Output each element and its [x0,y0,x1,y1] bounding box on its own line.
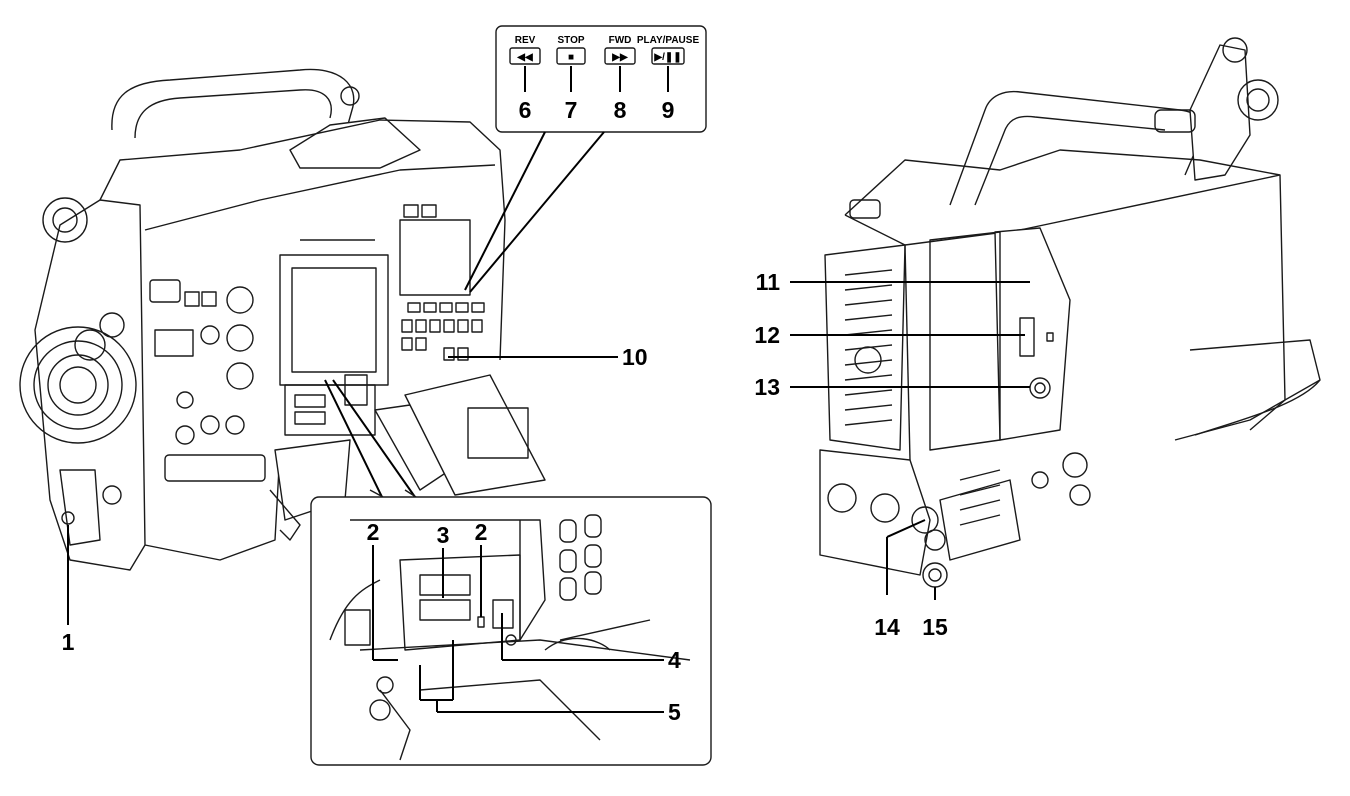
fwd-button [604,47,636,65]
callout-13: 13 [754,374,780,400]
rev-button [509,47,541,65]
callout-6: 6 [519,97,532,123]
camera-rear-view [819,37,1321,588]
callout-12: 12 [754,322,780,348]
transport-pointer [464,131,546,291]
callout-2-right: 2 [475,519,488,545]
callout-1: 1 [62,629,75,655]
fwd-button-label: FWD [609,35,632,46]
camera-front-view [19,68,546,571]
rewind-icon: ◀◀ [516,52,533,63]
callout-4: 4 [668,647,681,673]
rev-button-label: REV [515,35,536,46]
callout-11: 11 [756,269,781,295]
stop-icon: ■ [568,52,574,63]
callout-9: 9 [662,97,675,123]
stop-button-label: STOP [557,35,584,46]
fast-forward-icon: ▶▶ [611,52,629,63]
card-slot-inset: 2 3 2 4 5 [310,379,712,766]
callout-14: 14 [874,614,900,640]
play-pause-button-label: PLAY/PAUSE [637,35,700,46]
stop-button [556,47,586,65]
callout-3: 3 [437,522,450,548]
callout-15: 15 [922,614,948,640]
play-pause-icon: ▶/❚❚ [653,52,681,63]
callout-7: 7 [565,97,578,123]
play-pause-button [651,47,685,65]
callout-8: 8 [614,97,627,123]
callout-10: 10 [622,344,648,370]
callout-5: 5 [668,699,681,725]
callout-2-left: 2 [367,519,380,545]
transport-panel: REV STOP FWD PLAY/PAUSE ◀◀ ■ ▶▶ ▶/❚❚ 6 7… [495,25,707,133]
